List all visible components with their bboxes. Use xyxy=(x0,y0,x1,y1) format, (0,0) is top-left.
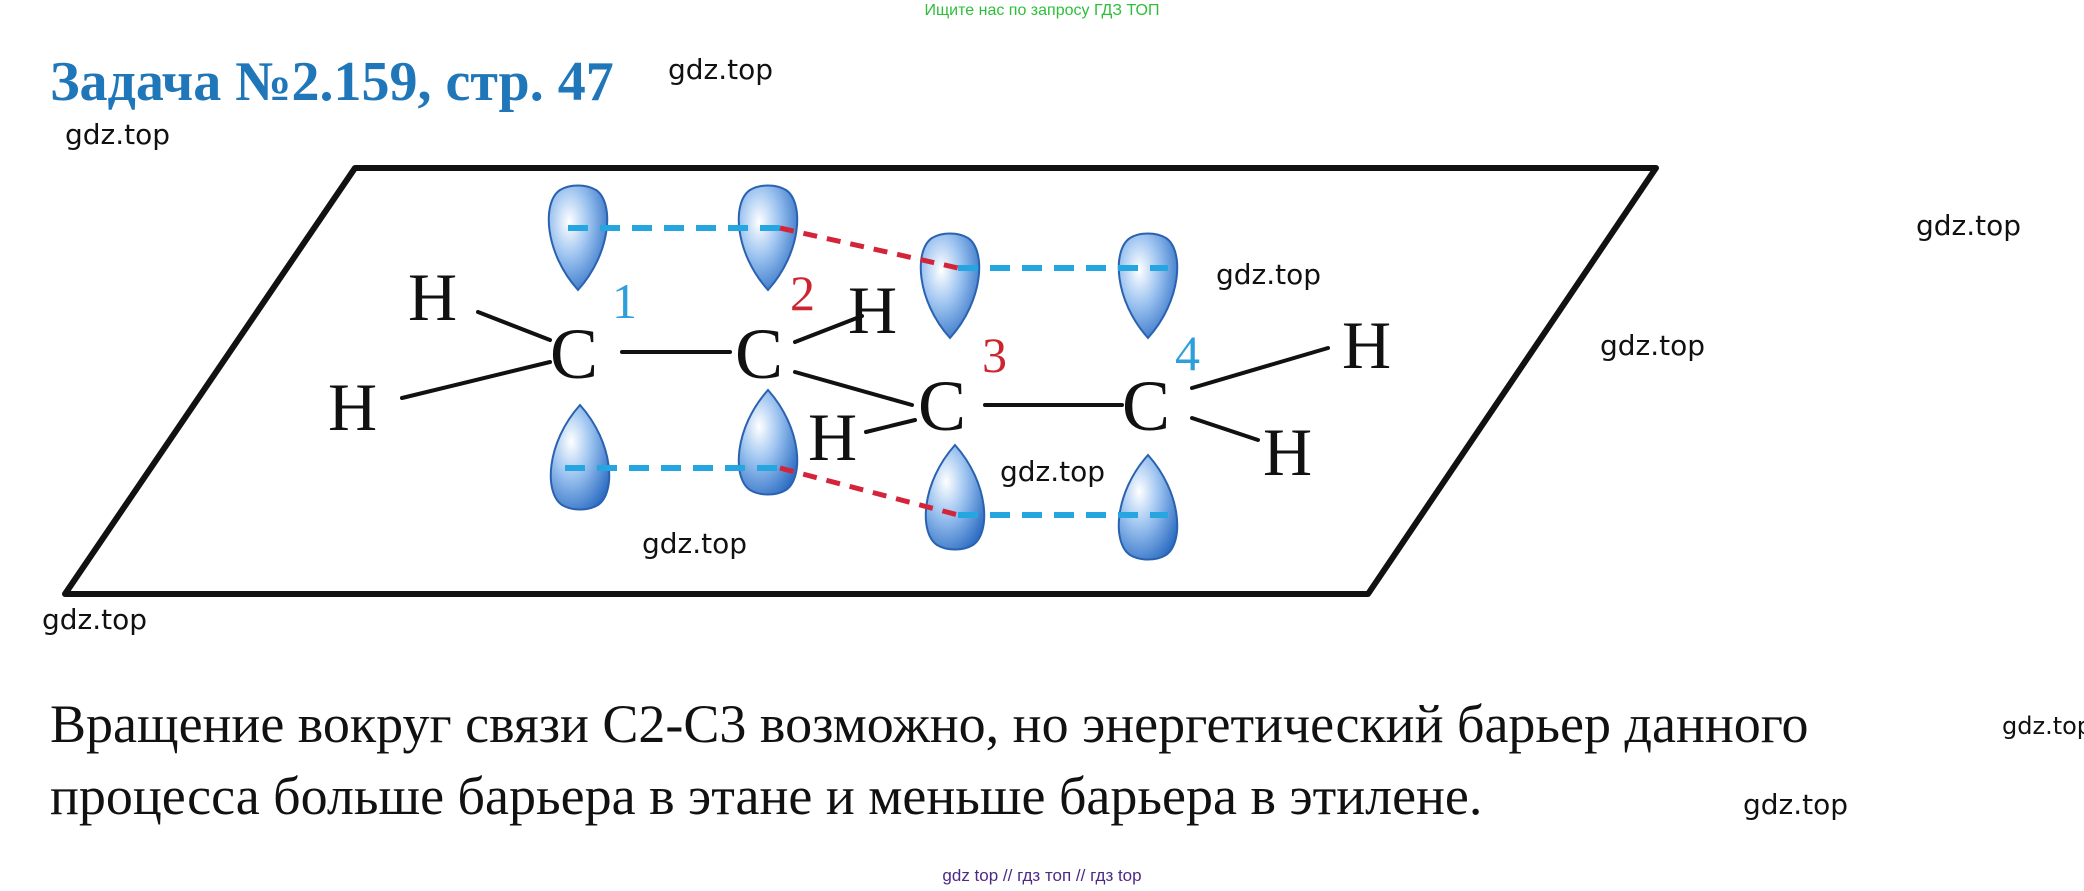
p-orbital-lobe xyxy=(1117,232,1179,339)
watermark: gdz.top xyxy=(1916,209,2022,242)
p-orbital-lobe xyxy=(737,389,799,496)
watermark: gdz.top xyxy=(2002,712,2084,740)
p-orbital-lobe xyxy=(924,444,986,551)
hydrogen-atom: H xyxy=(848,272,897,348)
molecular-plane xyxy=(62,165,1659,597)
watermark: gdz.top xyxy=(642,527,748,560)
carbon-atom: C xyxy=(550,314,598,394)
search-hint: Ищите нас по запросу ГДЗ ТОП xyxy=(924,2,1160,19)
carbon-number: 2 xyxy=(790,265,815,321)
weak-overlap-line xyxy=(779,465,959,518)
p-orbital-lobe xyxy=(737,184,799,291)
carbon-atom: C xyxy=(1122,366,1170,446)
watermark: gdz.top xyxy=(1743,788,1849,821)
watermark: gdz.top xyxy=(1000,455,1106,488)
hydrogen-atom: H xyxy=(408,259,457,335)
hydrogen-atom: H xyxy=(1342,307,1391,383)
footer-links[interactable]: gdz top // гдз топ // гдз top xyxy=(942,866,1142,885)
butadiene-diagram: C C C C H H H H H H 1 2 3 4 xyxy=(62,165,1659,597)
carbon-atom: C xyxy=(735,314,783,394)
p-orbital-lobe xyxy=(1117,454,1179,561)
hydrogen-atom: H xyxy=(808,399,857,475)
hydrogen-atom: H xyxy=(1263,414,1312,490)
watermark: gdz.top xyxy=(1600,329,1706,362)
carbon-number: 1 xyxy=(612,273,637,329)
answer-text: Вращение вокруг связи С2-С3 возможно, но… xyxy=(50,694,1809,826)
weak-overlap-line xyxy=(779,225,959,271)
carbon-number: 3 xyxy=(982,327,1007,383)
page-title: Задача №2.159, стр. 47 xyxy=(50,51,614,113)
p-orbital-lobe xyxy=(549,404,611,511)
p-orbital-lobe xyxy=(919,232,981,339)
watermark: gdz.top xyxy=(65,118,171,151)
p-orbital-lobe xyxy=(547,184,609,291)
watermark: gdz.top xyxy=(42,603,148,636)
watermark: gdz.top xyxy=(1216,258,1322,291)
carbon-number: 4 xyxy=(1175,325,1200,381)
carbon-atom: C xyxy=(918,366,966,446)
hydrogen-atom: H xyxy=(328,369,377,445)
watermark: gdz.top xyxy=(668,53,774,86)
bonds xyxy=(400,310,1330,442)
